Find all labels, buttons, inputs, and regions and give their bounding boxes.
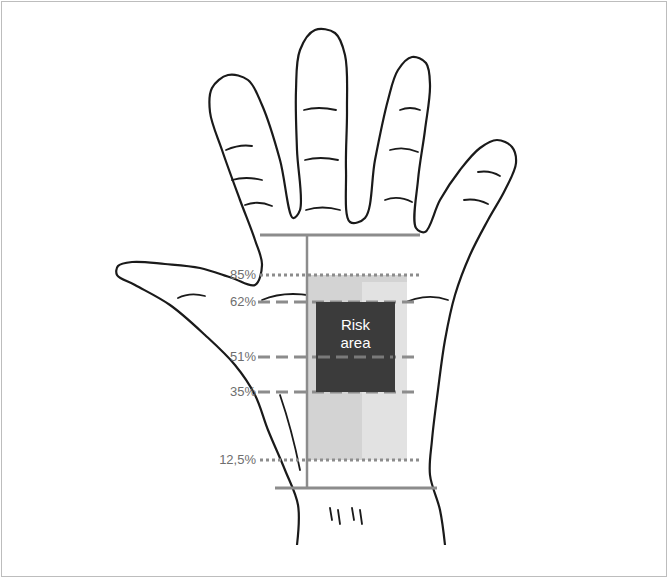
finger-crease [464,200,488,205]
percent-label: 12,5% [186,452,256,468]
finger-crease [304,108,336,110]
reference-line [260,234,420,237]
finger-crease [306,208,340,211]
wrist-crease [352,508,354,520]
dotted-level-line [260,274,420,277]
finger-crease [305,158,338,160]
percent-label: 51% [186,349,256,365]
reference-line [275,487,437,490]
finger-crease [385,198,412,202]
wrist-crease [360,510,362,524]
finger-crease [390,148,418,152]
finger-crease [226,146,252,151]
thumb-crease [178,294,205,298]
zone-band [307,275,407,460]
dashed-level-line [318,356,393,359]
percent-label: 35% [186,384,256,400]
hand-outline [116,29,516,545]
finger-crease [400,108,420,110]
percent-label: 62% [186,294,256,310]
measure-lines [258,235,437,488]
wrist-crease [330,508,332,520]
wrist-crease [338,510,340,524]
risk-area-box: Risk area [316,302,395,392]
finger-crease [245,203,272,206]
percent-label: 85% [186,267,256,283]
reference-line [306,235,309,488]
area-label: Risk area [333,316,379,352]
dotted-level-line [260,459,420,462]
finger-crease [478,172,500,177]
skin-creases [178,108,500,524]
finger-crease [232,178,262,180]
